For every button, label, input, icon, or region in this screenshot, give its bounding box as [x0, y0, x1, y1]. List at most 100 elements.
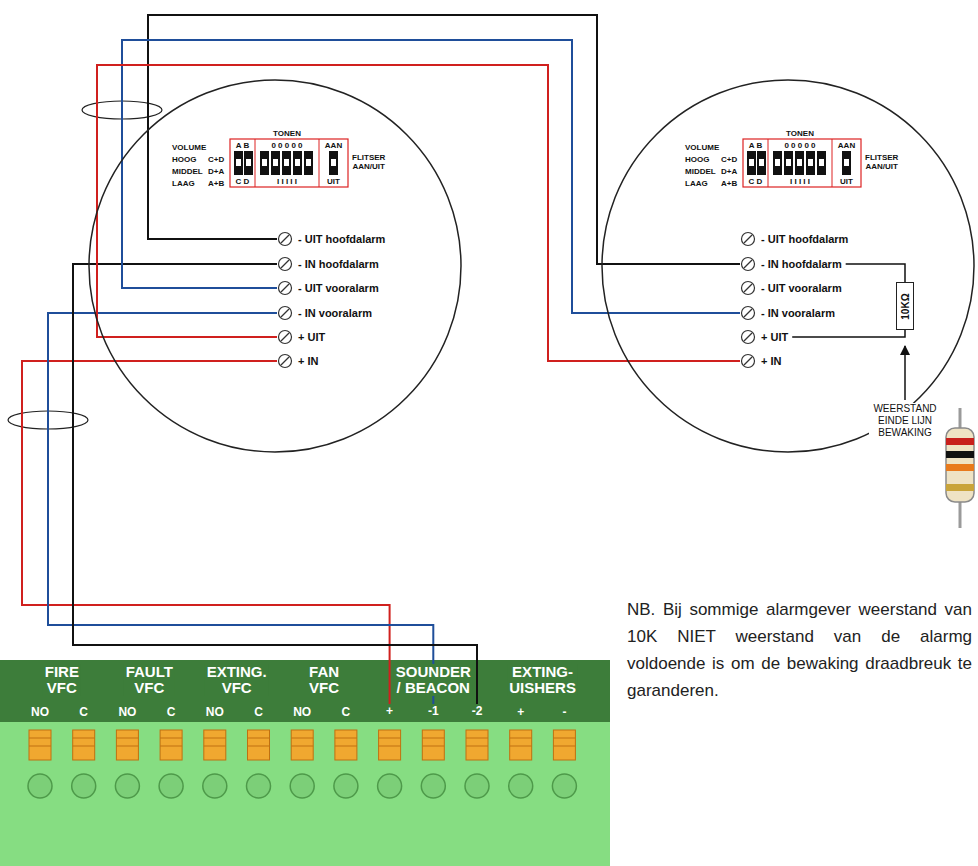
switch-label: FLITSER AAN/UIT	[352, 153, 385, 171]
block-terminal: +	[378, 704, 402, 720]
terminal-label: - UIT hoofdalarm	[298, 235, 385, 244]
terminal: - IN hoofdalarm	[740, 255, 846, 273]
group-heading: SOUNDER / BEACON	[394, 664, 473, 696]
wire	[22, 361, 390, 704]
switch-label: 0 0 0 0 0	[784, 141, 815, 150]
terminal-label: - UIT vooralarm	[298, 284, 379, 293]
switch-label: HOOG	[172, 155, 196, 164]
switch-label: C D	[749, 177, 763, 186]
terminal-screw	[740, 256, 756, 272]
terminal-screw	[277, 353, 293, 369]
note-text: NB. Bij sommige alarmgever weerstand van…	[627, 596, 972, 704]
switch-label: A B	[236, 141, 249, 150]
terminal: + IN	[740, 352, 785, 370]
pin-label: C	[159, 705, 183, 719]
pin-label: NO	[28, 705, 52, 719]
group-heading: EXTING- UISHERS	[507, 664, 578, 696]
switch-label: A+B	[208, 179, 224, 188]
terminal: + UIT	[740, 328, 792, 346]
terminal: - UIT vooralarm	[740, 279, 846, 297]
terminal: - IN vooralarm	[740, 304, 839, 322]
switch-label: C+D	[208, 155, 224, 164]
switch-label: TONEN	[786, 129, 814, 138]
switch-label: HOOG	[685, 155, 709, 164]
wire	[97, 65, 740, 361]
terminal-label: + IN	[761, 357, 781, 366]
terminal-label: -1	[426, 704, 441, 720]
terminal: - UIT hoofdalarm	[277, 230, 389, 248]
switch-label: AAN	[325, 141, 342, 150]
terminal-screw	[277, 280, 293, 296]
dip-switch	[743, 139, 861, 187]
group-heading: FAN VFC	[307, 664, 341, 696]
pin-label: +	[509, 705, 533, 719]
switch-label: AAN	[838, 141, 855, 150]
switch-label: TONEN	[273, 129, 301, 138]
callout-label: WEERSTAND EINDE LIJN BEWAKING	[869, 403, 941, 439]
wire	[846, 264, 905, 282]
terminal-label: + UIT	[761, 333, 788, 342]
terminal-label: - IN vooralarm	[298, 309, 372, 318]
switch-label: C D	[236, 177, 250, 186]
terminal-screw	[740, 280, 756, 296]
terminal-screw	[740, 329, 756, 345]
switch-label: D+A	[208, 167, 224, 176]
wire	[73, 264, 477, 704]
terminal-label: -2	[470, 704, 485, 720]
switch-label: FLITSER AAN/UIT	[865, 153, 898, 171]
terminal-screw	[740, 231, 756, 247]
switch-label: I I I I I	[277, 177, 297, 186]
terminal-label: +	[384, 704, 395, 720]
group-heading: EXTING. VFC	[205, 664, 269, 696]
wire	[122, 40, 740, 313]
terminal-label: - IN hoofdalarm	[761, 260, 842, 269]
dip-switch	[230, 139, 348, 187]
resistor-box: 10KΩ	[896, 282, 914, 330]
switch-label: UIT	[840, 177, 853, 186]
switch-label: MIDDEL	[685, 167, 716, 176]
block-terminal: -1	[421, 704, 445, 720]
terminal-label: - IN vooralarm	[761, 309, 835, 318]
terminal-label: + IN	[298, 357, 318, 366]
pin-label: NO	[203, 705, 227, 719]
pin-label: C	[334, 705, 358, 719]
group-heading: FAULT VFC	[124, 664, 175, 696]
terminal-label: + UIT	[298, 333, 325, 342]
terminal-screw	[740, 353, 756, 369]
group-heading: FIRE VFC	[43, 664, 81, 696]
wire	[792, 330, 905, 337]
terminal: + IN	[277, 352, 322, 370]
terminal: - IN vooralarm	[277, 304, 376, 322]
terminal-label: - UIT hoofdalarm	[761, 235, 848, 244]
sounder-circle: TONENVOLUMEHOOGC+DMIDDELD+ALAAGA+BA B0 0…	[88, 79, 462, 453]
switch-label: UIT	[327, 177, 340, 186]
switch-label: LAAG	[172, 179, 195, 188]
terminal-screw	[277, 305, 293, 321]
switch-label: LAAG	[685, 179, 708, 188]
pin-label: C	[72, 705, 96, 719]
pin-label: -	[552, 705, 576, 719]
terminal-screw	[740, 305, 756, 321]
switch-label: VOLUME	[172, 143, 206, 152]
terminal-block-header	[0, 660, 610, 722]
terminal-block: FIRE VFC FAULT VFC EXTING. VFC FAN VFC SOUND…	[0, 660, 610, 866]
pin-label: C	[247, 705, 271, 719]
terminal: + UIT	[277, 328, 329, 346]
terminal-label: - IN hoofdalarm	[298, 260, 379, 269]
terminal-screw	[277, 256, 293, 272]
terminal-slots	[28, 730, 576, 798]
switch-label: I I I I I	[790, 177, 810, 186]
leader-arrow	[904, 346, 906, 400]
terminal-label: 10KΩ	[901, 293, 910, 319]
switch-label: D+A	[721, 167, 737, 176]
terminal: - IN hoofdalarm	[277, 255, 383, 273]
terminal-block-body	[0, 722, 610, 866]
sounder-circle: TONENVOLUMEHOOGC+DMIDDELD+ALAAGA+BA B0 0…	[601, 79, 975, 453]
block-terminal: -2	[465, 704, 489, 720]
terminal-screw	[277, 329, 293, 345]
terminal-label: - UIT vooralarm	[761, 284, 842, 293]
terminal: - UIT hoofdalarm	[740, 230, 852, 248]
